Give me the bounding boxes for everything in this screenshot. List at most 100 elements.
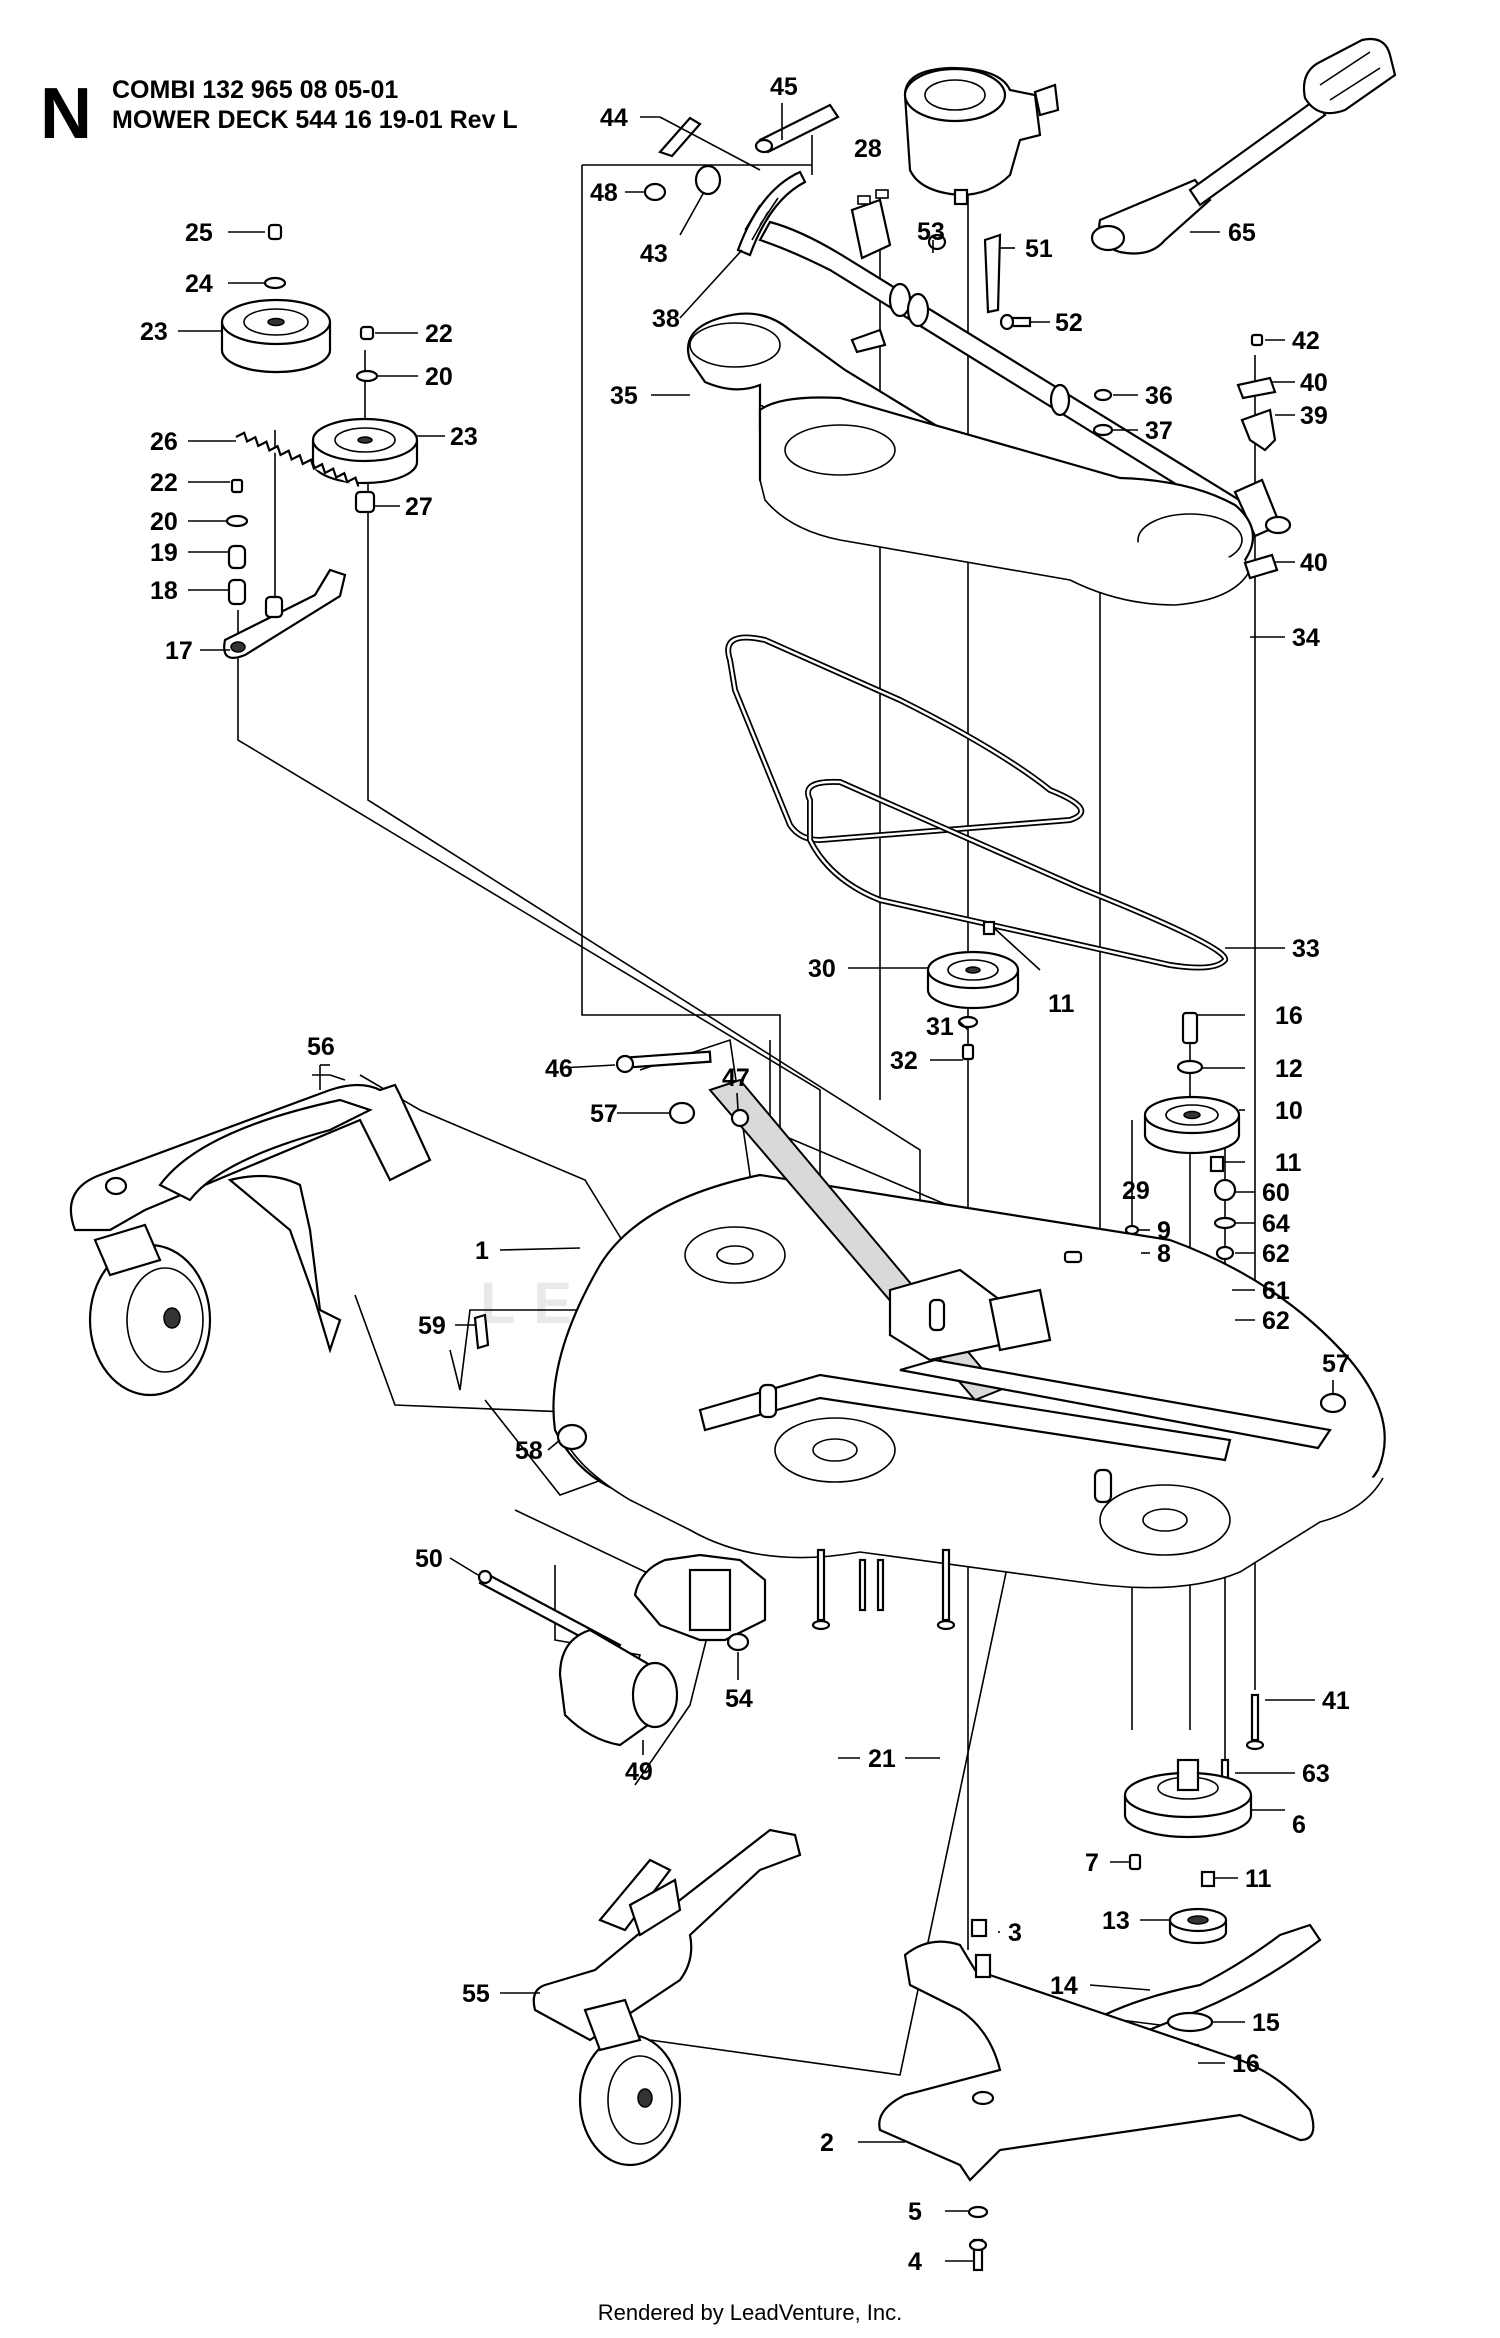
callout-21: 21: [868, 1745, 896, 1773]
callout-5: 5: [908, 2198, 922, 2226]
callout-22-right: 22: [425, 320, 453, 348]
callout-56: 56: [307, 1033, 335, 1061]
callout-34: 34: [1292, 624, 1320, 652]
callout-29: 29: [1122, 1177, 1150, 1205]
callout-58: 58: [515, 1437, 543, 1465]
callout-41: 41: [1322, 1687, 1350, 1715]
callout-22-left: 22: [150, 469, 178, 497]
callout-46: 46: [545, 1055, 573, 1083]
callout-11-bottom: 11: [1245, 1865, 1272, 1893]
callout-43: 43: [640, 240, 668, 268]
front-caster-assembly: [69, 1083, 432, 1397]
header-assembly-line: MOWER DECK 544 16 19-01 Rev L: [112, 106, 518, 134]
callout-57-left: 57: [590, 1100, 618, 1128]
callout-10: 10: [1275, 1097, 1303, 1125]
callout-37: 37: [1145, 417, 1173, 445]
mower-deck: [552, 1078, 1386, 1642]
callout-16-top: 16: [1275, 1002, 1303, 1030]
callout-65: 65: [1228, 219, 1256, 247]
callout-20-right: 20: [425, 363, 453, 391]
drive-belts: [725, 634, 1229, 971]
deck-nut: [726, 1632, 750, 1652]
height-adjust-group: [643, 103, 1292, 538]
callout-53: 53: [917, 218, 945, 246]
callout-40-bottom: 40: [1300, 549, 1328, 577]
callout-6: 6: [1292, 1811, 1306, 1839]
spindle-housing: [1123, 1758, 1253, 1945]
callout-28: 28: [854, 135, 882, 163]
callout-31: 31: [926, 1013, 954, 1041]
callout-59: 59: [418, 1312, 446, 1340]
callout-38: 38: [652, 305, 680, 333]
callout-2: 2: [820, 2129, 834, 2157]
right-spindle-pulley: [1143, 1011, 1241, 1173]
callout-30: 30: [808, 955, 836, 983]
callout-26: 26: [150, 428, 178, 456]
callout-39: 39: [1300, 402, 1328, 430]
callout-52: 52: [1055, 309, 1083, 337]
callout-57-right: 57: [1322, 1350, 1350, 1378]
drive-shaft: [1090, 37, 1397, 255]
callout-1: 1: [475, 1237, 489, 1265]
callout-48: 48: [590, 179, 618, 207]
callout-16-bottom: 16: [1232, 2050, 1260, 2078]
callout-55: 55: [462, 1980, 490, 2008]
anti-scalp-roller: [558, 1628, 679, 1747]
callout-11-center: 11: [1048, 990, 1075, 1018]
callout-25: 25: [185, 219, 213, 247]
callout-24: 24: [185, 270, 213, 298]
lift-bracket-right: [1236, 333, 1279, 580]
header-model-line: COMBI 132 965 08 05-01: [112, 76, 399, 104]
callout-64: 64: [1262, 1210, 1290, 1238]
callout-45: 45: [770, 73, 798, 101]
callout-32: 32: [890, 1047, 918, 1075]
callout-13: 13: [1102, 1907, 1130, 1935]
callout-9: 9: [1157, 1217, 1171, 1245]
callout-44: 44: [600, 104, 628, 132]
callout-23-left: 23: [140, 318, 168, 346]
callout-33: 33: [1292, 935, 1320, 963]
callout-11-right: 11: [1275, 1149, 1302, 1177]
callout-62-top: 62: [1262, 1240, 1290, 1268]
callout-51: 51: [1025, 235, 1053, 263]
center-pulley-group: [926, 920, 1020, 1061]
blade-guard: [878, 1918, 1315, 2272]
cover-screw: [1092, 388, 1114, 437]
callout-54: 54: [725, 1685, 753, 1713]
callout-61: 61: [1262, 1277, 1290, 1305]
gearbox-assembly: [903, 66, 1060, 206]
tension-spring: [235, 431, 360, 487]
belt-cover-lower: [758, 396, 1255, 606]
callout-42: 42: [1292, 327, 1320, 355]
footer-credit: Rendered by LeadVenture, Inc.: [597, 2300, 903, 2325]
callout-12: 12: [1275, 1055, 1303, 1083]
callout-14: 14: [1050, 1972, 1078, 2000]
callout-leaders: [178, 103, 1334, 2262]
callout-19: 19: [150, 539, 178, 567]
callout-49: 49: [625, 1758, 653, 1786]
callout-40-top: 40: [1300, 369, 1328, 397]
callout-35: 35: [610, 382, 638, 410]
callout-50: 50: [415, 1545, 443, 1573]
callout-62-bottom: 62: [1262, 1307, 1290, 1335]
callout-36: 36: [1145, 382, 1173, 410]
deck-hardware-left: [473, 1050, 1347, 1451]
callout-20-left: 20: [150, 508, 178, 536]
section-letter: N: [40, 74, 92, 154]
callout-4: 4: [908, 2248, 922, 2276]
callout-63: 63: [1302, 1760, 1330, 1788]
callout-47: 47: [722, 1064, 750, 1092]
deck-bolts: [811, 1548, 956, 1631]
callout-3: 3: [1008, 1919, 1022, 1947]
callout-8: 8: [1157, 1240, 1171, 1268]
callout-18: 18: [150, 577, 178, 605]
rear-caster-assembly: [532, 1828, 802, 2167]
callout-15: 15: [1252, 2009, 1280, 2037]
callout-labels: 25 24 23 22 20 23 26 27 22 20 19 18 17 4…: [140, 73, 1350, 2276]
idler-pulley-group: [220, 223, 419, 659]
callout-7: 7: [1085, 1849, 1099, 1877]
callout-27: 27: [405, 493, 433, 521]
callout-17: 17: [165, 637, 193, 665]
callout-60: 60: [1262, 1179, 1290, 1207]
